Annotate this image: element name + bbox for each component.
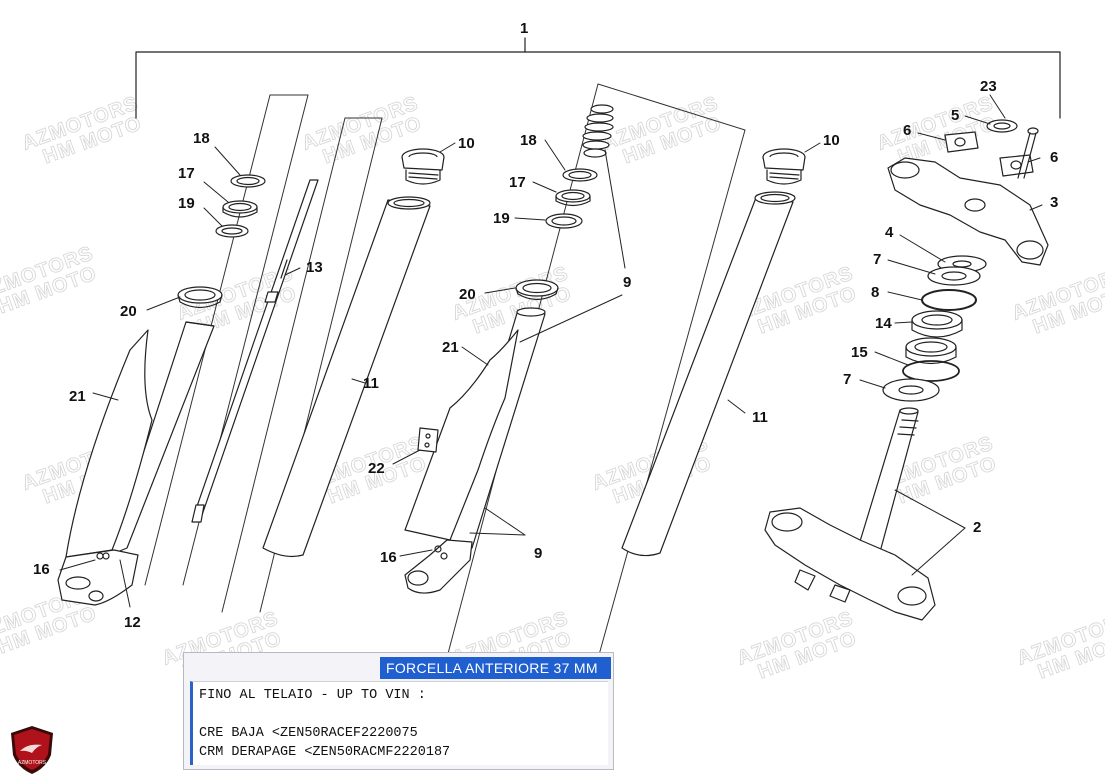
fork-leg-21-middle <box>404 329 519 541</box>
callout-20-middle: 20 <box>459 286 476 303</box>
callout-8: 8 <box>871 284 879 301</box>
callout-5: 5 <box>951 107 959 124</box>
bearing-14 <box>911 310 963 338</box>
callout-19-left: 19 <box>178 195 195 212</box>
callout-16-middle: 16 <box>380 549 397 566</box>
callout-7-top: 7 <box>873 251 881 268</box>
clamp-22 <box>417 427 439 453</box>
axle-bracket-middle <box>404 539 473 594</box>
washer-18-left <box>230 174 266 188</box>
lower-triple-clamp-2 <box>764 507 936 621</box>
callout-19-middle: 19 <box>493 210 510 227</box>
ring-8 <box>921 289 977 311</box>
panel-line: FINO AL TELAIO - UP TO VIN : <box>199 688 426 703</box>
callout-2: 2 <box>973 519 981 536</box>
panel-title: FORCELLA ANTERIORE 37 MM <box>380 657 611 679</box>
callout-15: 15 <box>851 344 868 361</box>
washer-7-bottom <box>882 378 940 402</box>
top-cap-10-middle <box>762 148 806 185</box>
washer-7-top <box>927 266 981 286</box>
callout-4: 4 <box>885 224 894 241</box>
info-panel: FORCELLA ANTERIORE 37 MM FINO AL TELAIO … <box>183 652 614 770</box>
callout-3: 3 <box>1050 194 1058 211</box>
panel-line <box>199 705 608 724</box>
callout-21-middle: 21 <box>442 339 459 356</box>
fork-tube-11-left <box>262 196 431 558</box>
callout-7-bottom: 7 <box>843 371 851 388</box>
bolt-23 <box>1017 127 1039 179</box>
washer-19-middle <box>545 213 583 229</box>
washer-17-left <box>222 200 258 218</box>
callout-9-bottom: 9 <box>534 545 542 562</box>
panel-line: CRE BAJA <ZEN50RACEF2220075 <box>199 726 418 741</box>
clamp-6-right <box>999 154 1034 177</box>
seal-20-middle <box>515 279 559 301</box>
callout-16-left: 16 <box>33 561 50 578</box>
callout-17-middle: 17 <box>509 174 526 191</box>
callout-17-left: 17 <box>178 165 195 182</box>
callout-10-right: 10 <box>823 132 840 149</box>
callout-labels: 1 2 3 4 5 6 6 7 7 8 9 9 10 10 11 11 12 1… <box>33 20 1058 631</box>
leader-lines <box>59 94 1043 608</box>
washer-18-middle <box>562 168 598 182</box>
callout-18-middle: 18 <box>520 132 537 149</box>
damper-rod-13 <box>191 179 319 523</box>
callout-21-left: 21 <box>69 388 86 405</box>
nut-5 <box>986 119 1018 133</box>
azmotors-shield-logo: AZMOTORS <box>11 726 53 774</box>
logo-text: AZMOTORS <box>18 760 47 766</box>
callout-11-right: 11 <box>752 409 768 426</box>
assembly-bracket <box>135 51 1061 119</box>
callout-6-right: 6 <box>1050 149 1058 166</box>
callout-23: 23 <box>980 78 997 95</box>
callout-14: 14 <box>875 315 892 332</box>
callout-22: 22 <box>368 460 385 477</box>
top-triple-clamp-3 <box>887 157 1049 266</box>
panel-line: CRM DERAPAGE <ZEN50RACMF2220187 <box>199 745 451 760</box>
callout-1: 1 <box>520 20 528 37</box>
callout-12: 12 <box>124 614 141 631</box>
washer-19-left <box>215 224 249 238</box>
panel-body: FINO AL TELAIO - UP TO VIN : CRE BAJA <Z… <box>190 681 608 765</box>
seal-20-left <box>177 286 223 309</box>
axle-bracket-left <box>57 549 139 606</box>
fork-tube-11-middle <box>621 191 796 557</box>
spring-9 <box>582 104 614 158</box>
callout-20-left: 20 <box>120 303 137 320</box>
callout-18-left: 18 <box>193 130 210 147</box>
washer-17-middle <box>555 189 591 207</box>
top-cap-10-left <box>401 148 445 185</box>
callout-6-left: 6 <box>903 122 911 139</box>
callout-13: 13 <box>306 259 323 276</box>
clamp-6-left <box>944 131 979 153</box>
callout-11-left: 11 <box>363 375 379 392</box>
fork-leg-21-left <box>65 321 215 558</box>
callout-9-top: 9 <box>623 274 631 291</box>
callout-10-left: 10 <box>458 135 475 152</box>
bearing-race-15 <box>902 337 960 382</box>
